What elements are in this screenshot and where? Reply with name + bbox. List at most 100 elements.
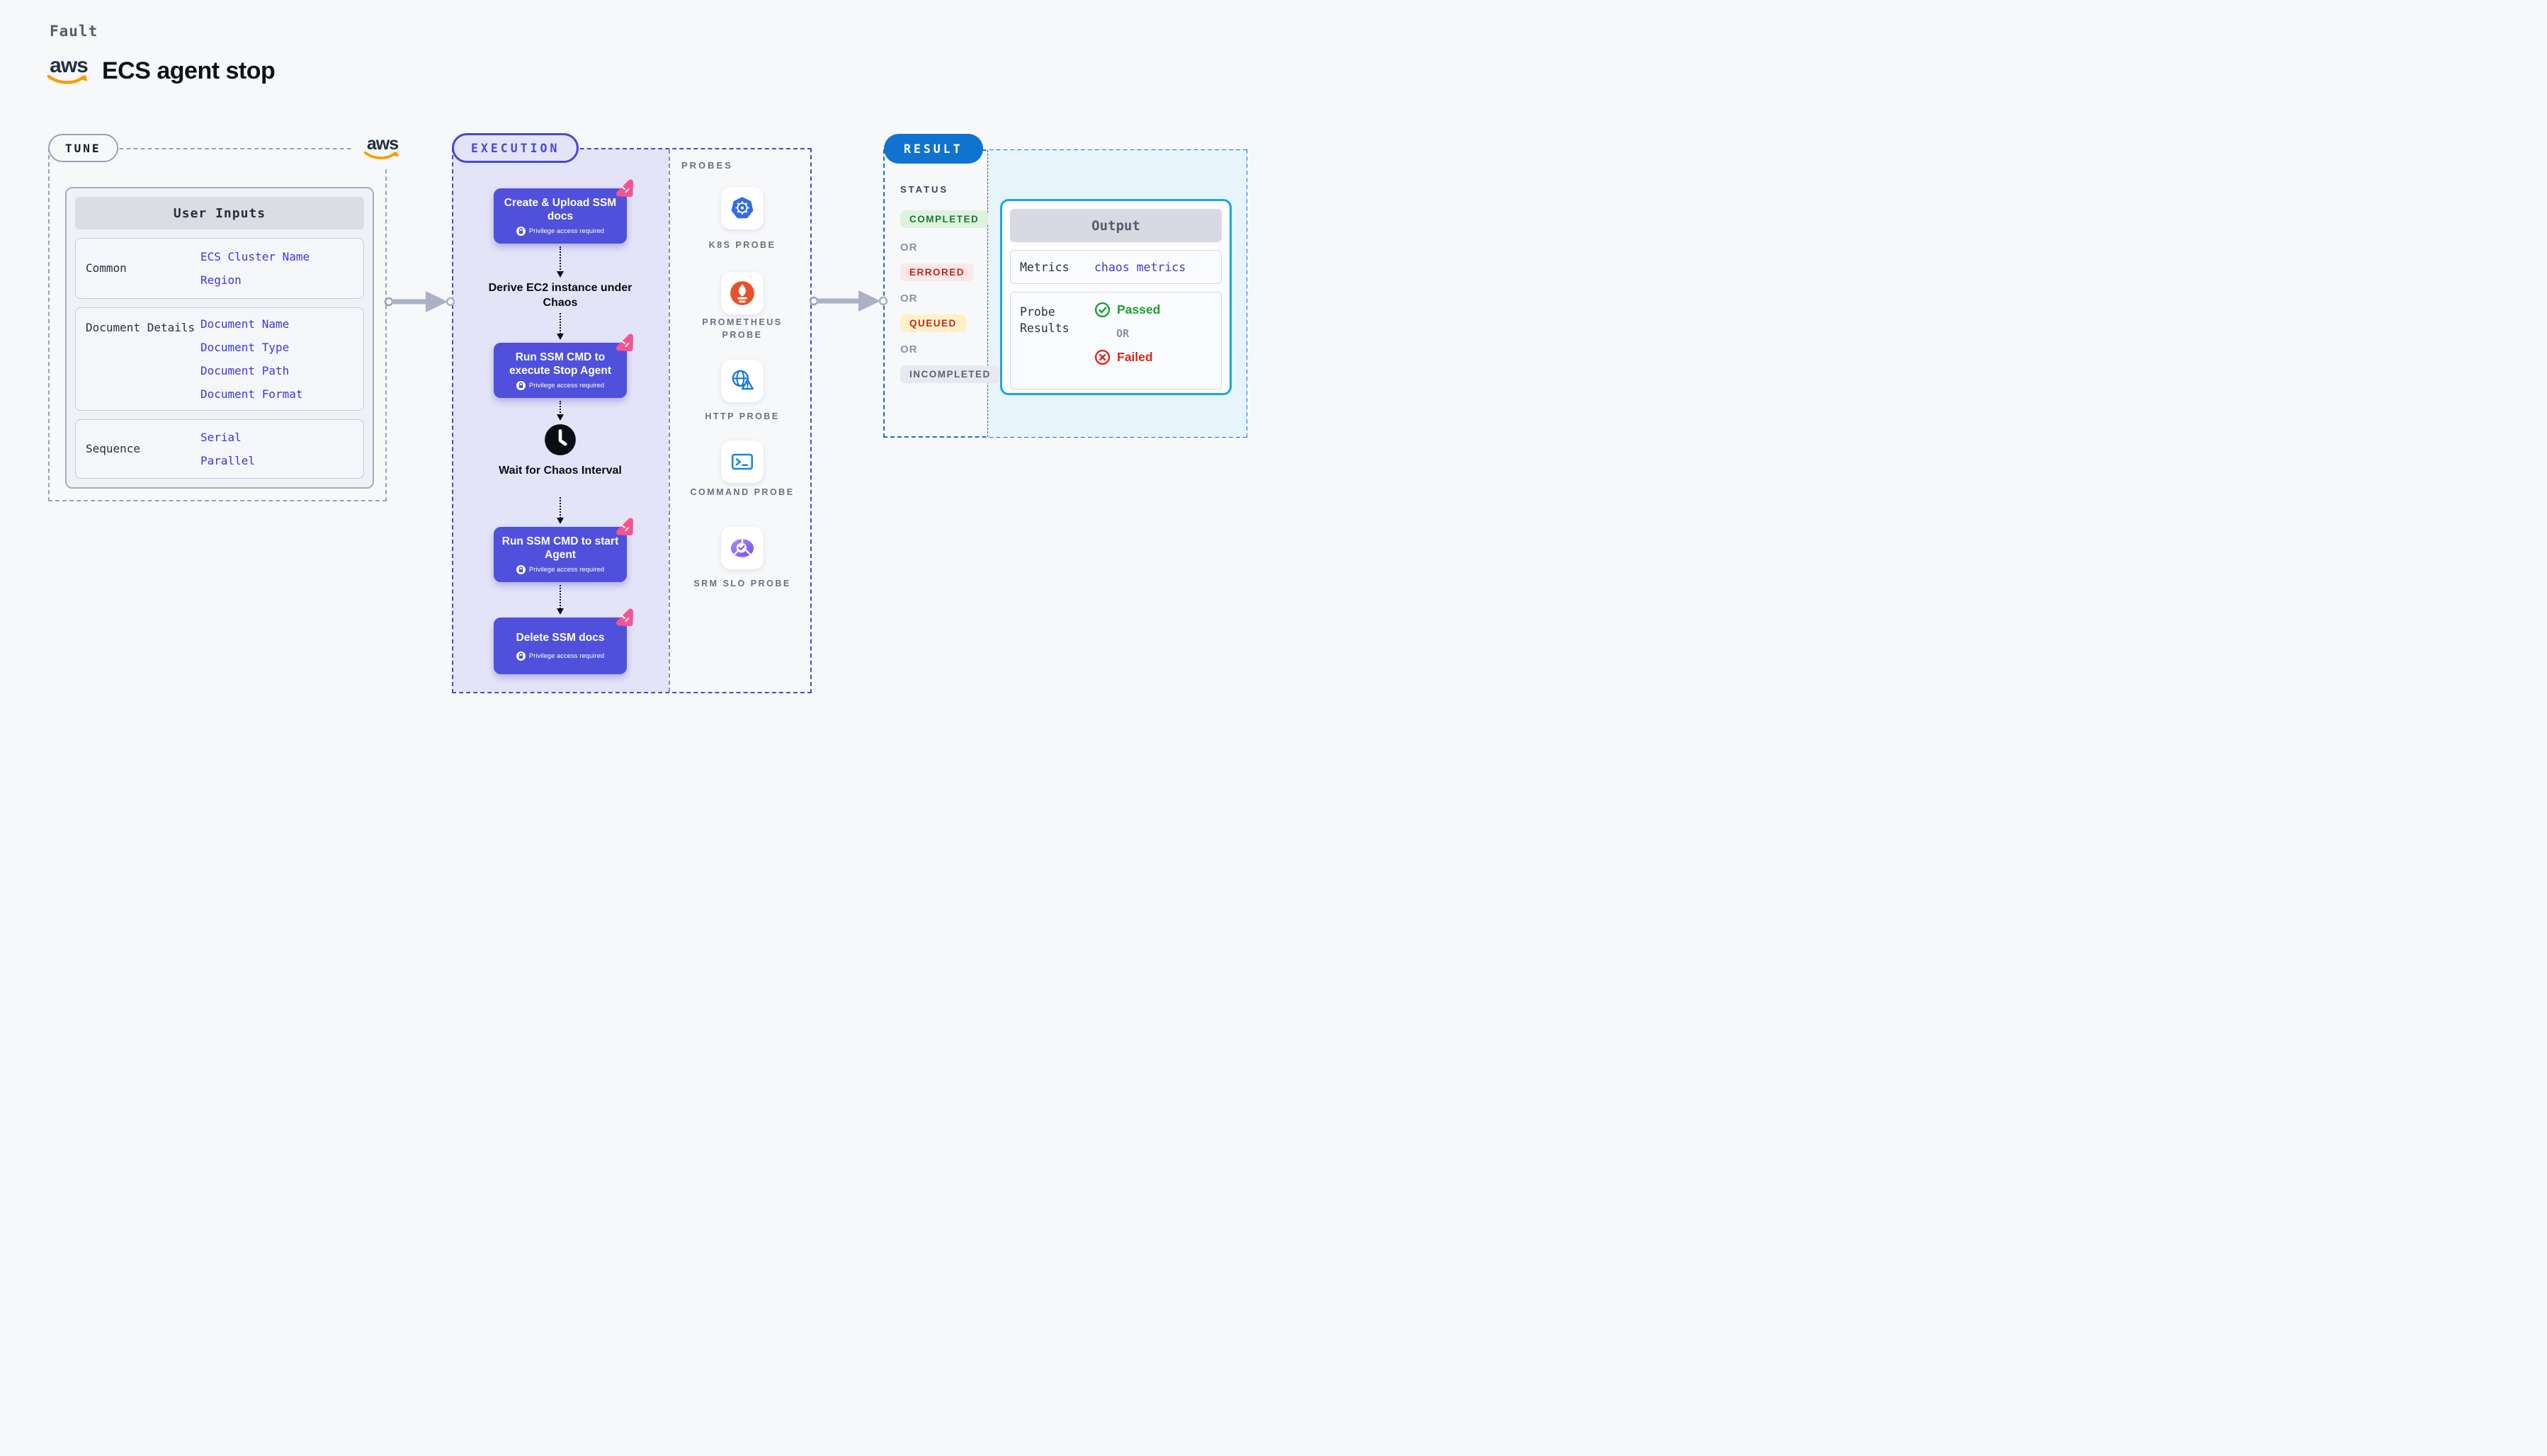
row-values: Serial Parallel <box>200 426 363 472</box>
dotted-connector <box>556 401 564 421</box>
privilege-badge: Privilege access required <box>516 565 604 574</box>
input-value: Serial <box>200 431 242 444</box>
failed-label: Failed <box>1117 350 1153 364</box>
status-label: STATUS <box>900 184 949 195</box>
probe-srm-slo <box>721 527 764 569</box>
chaos-pink-icon <box>616 179 633 198</box>
chaos-pink-icon <box>616 334 633 352</box>
input-row-sequence: Sequence Serial Parallel <box>75 419 364 479</box>
fault-diagram: Fault aws ECS agent stop TUNE aws User I… <box>0 0 1274 728</box>
input-value: Document Name <box>200 317 290 331</box>
lock-icon <box>516 227 526 236</box>
input-value: Region <box>200 273 242 287</box>
terminal-icon <box>732 453 753 470</box>
or-separator: OR <box>900 241 918 254</box>
passed-row: Passed <box>1094 302 1160 318</box>
aws-smile-icon <box>47 74 88 84</box>
probe-label: SRM SLO PROBE <box>693 579 791 588</box>
probe-label: K8S PROBE <box>708 240 776 250</box>
step-run-ssm-cmd-stop-agent: Run SSM CMD to execute Stop Agent Privil… <box>494 334 633 398</box>
srm-slo-icon <box>730 539 754 557</box>
step-title: Delete SSM docs <box>516 632 605 644</box>
input-value: Document Type <box>200 341 290 354</box>
privilege-badge-label: Privilege access required <box>528 382 605 389</box>
failed-row: Failed <box>1094 349 1160 365</box>
or-separator: OR <box>900 343 918 356</box>
probe-results-row: Probe Results Passed OR Failed <box>1010 292 1222 389</box>
probe-results-values: Passed OR Failed <box>1094 292 1160 365</box>
dotted-connector <box>556 497 564 524</box>
input-value: Document Path <box>200 364 290 377</box>
execution-section-border <box>452 148 812 693</box>
status-badge-errored: ERRORED <box>900 263 975 281</box>
user-inputs-card: User Inputs Common ECS Cluster Name Regi… <box>65 187 374 489</box>
passed-label: Passed <box>1117 302 1161 317</box>
row-values: Document Name Document Type Document Pat… <box>200 312 363 406</box>
check-circle-icon <box>1094 302 1111 318</box>
step-delete-ssm-docs: Delete SSM docs Privilege access require… <box>494 608 633 674</box>
input-row-document-details: Document Details Document Name Document … <box>75 307 364 411</box>
privilege-badge: Privilege access required <box>516 652 604 661</box>
flow-arrow-icon <box>384 291 455 312</box>
row-label: Common <box>86 261 127 275</box>
status-badge-completed: COMPLETED <box>900 210 989 228</box>
output-header: Output <box>1010 209 1222 242</box>
flow-arrow-icon <box>809 290 888 312</box>
lock-icon <box>516 652 526 661</box>
execution-pill: EXECUTION <box>452 133 579 163</box>
step-title: Run SSM CMD to start Agent <box>501 535 619 561</box>
probe-results-label: Probe Results <box>1020 305 1070 335</box>
dotted-connector <box>556 313 564 340</box>
step-title: Run SSM CMD to execute Stop Agent <box>509 351 612 377</box>
probe-http <box>721 360 764 402</box>
privilege-badge-label: Privilege access required <box>528 652 605 660</box>
metrics-value: chaos metrics <box>1094 260 1186 274</box>
probe-label: PROMETHEUS PROBE <box>702 317 783 340</box>
or-separator: OR <box>900 292 918 305</box>
privilege-badge-label: Privilege access required <box>528 227 605 235</box>
lock-icon <box>516 565 526 574</box>
prometheus-icon <box>730 281 754 305</box>
aws-logo: aws <box>47 55 91 86</box>
clock-icon <box>543 422 578 461</box>
privilege-badge: Privilege access required <box>516 227 604 236</box>
probe-k8s <box>721 187 764 229</box>
aws-corner-logo: aws <box>354 127 411 169</box>
x-circle-icon <box>1094 349 1111 365</box>
aws-logo-text: aws <box>366 133 399 154</box>
dotted-connector <box>556 585 564 615</box>
row-label: Sequence <box>86 442 141 455</box>
privilege-badge: Privilege access required <box>516 381 604 390</box>
tune-section-border <box>48 148 387 501</box>
wait-note: Wait for Chaos Interval <box>499 465 622 477</box>
http-globe-icon <box>732 370 754 390</box>
probe-label: COMMAND PROBE <box>690 487 795 497</box>
chaos-pink-icon <box>616 518 633 536</box>
page-title: ECS agent stop <box>102 57 276 84</box>
status-badge-incompleted: INCOMPLETED <box>900 365 1000 383</box>
output-card: Output Metrics chaos metrics Probe Resul… <box>1000 199 1232 395</box>
kubernetes-icon <box>731 197 754 219</box>
lock-icon <box>516 381 526 390</box>
privilege-badge-label: Privilege access required <box>528 566 605 574</box>
dotted-connector <box>556 246 564 278</box>
input-value: ECS Cluster Name <box>200 250 310 263</box>
input-value: Document Format <box>200 387 303 401</box>
status-badge-queued: QUEUED <box>900 314 966 332</box>
user-inputs-header: User Inputs <box>75 197 364 229</box>
metrics-label: Metrics <box>1020 260 1070 274</box>
aws-logo-text: aws <box>50 54 89 77</box>
tune-pill: TUNE <box>48 134 118 162</box>
aws-smile-icon <box>364 151 399 159</box>
input-value: Parallel <box>200 454 256 467</box>
fault-kicker: Fault <box>50 23 98 40</box>
probe-prometheus <box>721 272 764 314</box>
row-values: ECS Cluster Name Region <box>200 245 363 292</box>
step-title: Create & Upload SSM docs <box>504 197 617 222</box>
row-label: Document Details <box>86 321 195 334</box>
probe-label: HTTP PROBE <box>705 411 780 421</box>
or-separator: OR <box>1116 327 1130 340</box>
step-run-ssm-cmd-start-agent: Run SSM CMD to start Agent Privilege acc… <box>494 518 633 582</box>
derive-note: Derive EC2 instance under Chaos <box>488 282 633 309</box>
result-pill: RESULT <box>884 134 983 164</box>
